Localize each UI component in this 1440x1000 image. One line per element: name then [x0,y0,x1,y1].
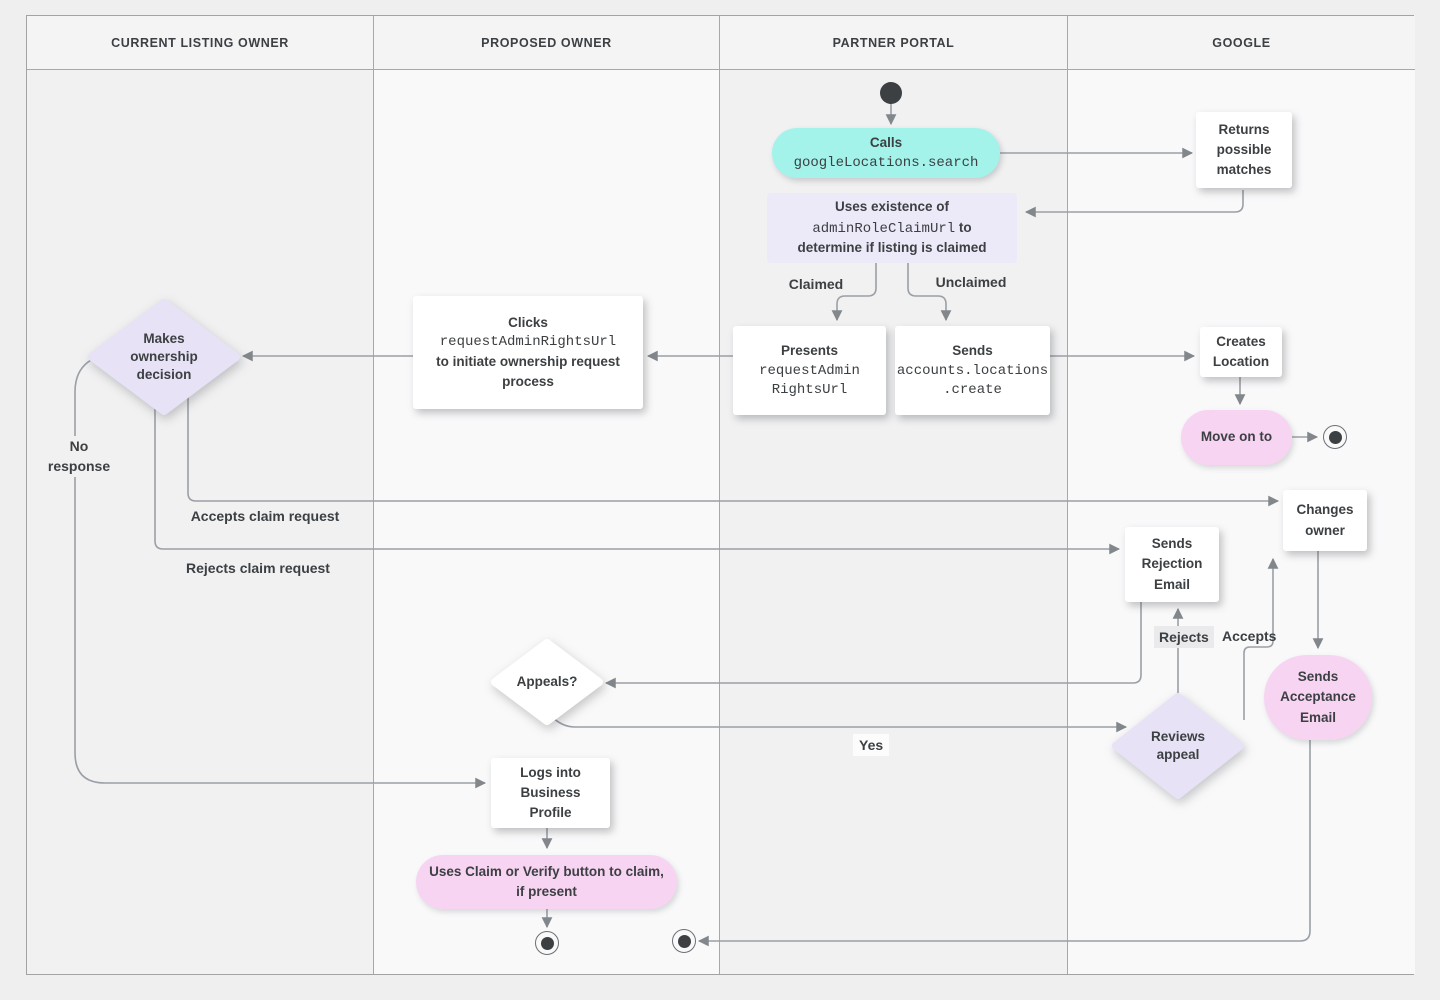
node-code-line1: accounts.locations [896,362,1049,379]
lane-current-listing-owner: CURRENT LISTING OWNER [27,16,374,974]
node-title: Calls [869,135,903,151]
node-code: requestAdminRightsUrl [439,333,617,350]
node-creates-location: Creates Location [1200,327,1282,377]
lane-header-partner-portal: PARTNER PORTAL [720,16,1067,70]
node-label: Uses Claim or Verify button to claim, if… [429,863,664,899]
node-move-on-to: Move on to [1181,410,1292,465]
node-code-line1: requestAdmin [759,362,860,379]
node-title: Clicks [508,314,548,330]
lane-header-current-listing-owner: CURRENT LISTING OWNER [27,16,373,70]
node-label: Returns possible matches [1216,121,1272,178]
node-uses-existence-note: Uses existence of adminRoleClaimUrl to d… [767,193,1017,263]
edge-label-rejects: Rejects [1154,626,1214,649]
node-code: googleLocations.search [793,154,979,171]
end-node-claim [535,931,559,955]
node-title: Sends [952,343,993,359]
note-code: adminRoleClaimUrl [812,220,956,237]
edge-label-unclaimed: Unclaimed [935,274,1007,290]
node-label: Logs into Business Profile [520,764,581,821]
edge-label-accepts-claim-request: Accepts claim request [190,508,340,524]
note-line2: adminRoleClaimUrl to [812,218,971,239]
edge-label-rejects-claim-request: Rejects claim request [186,560,330,576]
node-clicks-request-admin-rights-url: Clicks requestAdminRightsUrl to initiate… [413,296,643,409]
end-node-create [1323,425,1347,449]
node-code-line2: RightsUrl [771,381,848,398]
node-sends-acceptance-email: Sends Acceptance Email [1264,655,1372,740]
node-label: Sends Rejection Email [1141,536,1203,592]
note-line3: determine if listing is claimed [797,240,987,256]
node-returns-possible-matches: Returns possible matches [1196,112,1292,188]
edge-label-accepts: Accepts [1222,628,1277,644]
node-presents-request-admin-rights-url: Presents requestAdmin RightsUrl [733,326,886,415]
node-changes-owner: Changes owner [1283,490,1367,551]
node-label: Changes owner [1296,502,1354,538]
node-calls-googlelocations-search: Calls googleLocations.search [772,128,1000,178]
node-logs-into-business-profile: Logs into Business Profile [491,758,610,828]
node-uses-claim-or-verify-button: Uses Claim or Verify button to claim, if… [416,855,677,909]
node-label: Sends Acceptance Email [1280,669,1356,725]
node-title: Presents [780,343,839,359]
lane-header-google: GOOGLE [1068,16,1415,70]
edge-label-no-response: No response [36,436,122,477]
lane-proposed-owner: PROPOSED OWNER [374,16,720,974]
note-line1: Uses existence of [834,199,950,215]
end-node-acceptance [672,929,696,953]
lane-header-proposed-owner: PROPOSED OWNER [374,16,719,70]
node-sends-rejection-email: Sends Rejection Email [1125,527,1219,602]
edge-label-claimed: Claimed [788,276,844,292]
node-label: Move on to [1200,429,1273,445]
node-sends-accounts-locations-create: Sends accounts.locations .create [895,326,1050,415]
node-code-line2: .create [943,381,1002,398]
note-line2-suffix: to [958,219,972,235]
edge-label-yes: Yes [853,734,890,757]
start-node [880,82,902,104]
node-label: Creates Location [1212,333,1270,369]
node-tail: to initiate ownership request process [436,353,620,390]
